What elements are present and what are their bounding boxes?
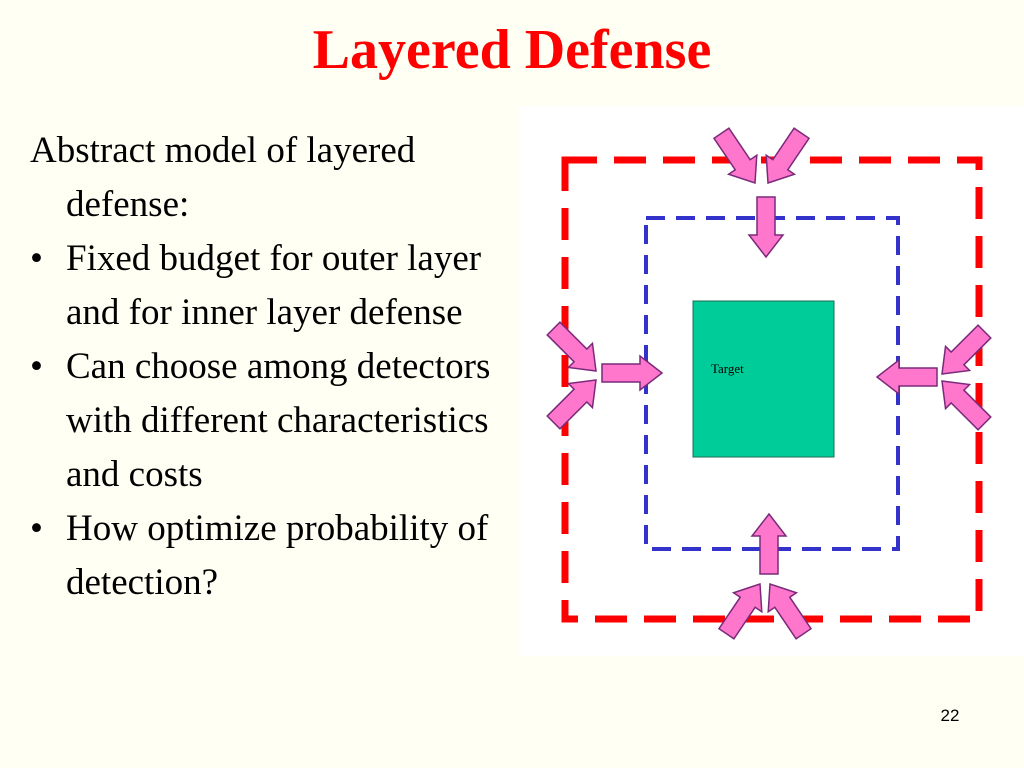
attack-arrow-bottom-left — [711, 573, 775, 644]
bullet-item-optimize: How optimize probability of detection? — [30, 502, 520, 610]
attack-arrow-left-lower — [540, 367, 609, 436]
attack-arrow-right-lower — [929, 368, 998, 437]
page-number: 22 — [940, 706, 960, 725]
attack-arrow-right-upper — [929, 318, 998, 387]
bullet-item-detectors: Can choose among detectors with differen… — [30, 340, 520, 502]
penetration-arrow-bottom — [751, 513, 787, 575]
attack-arrow-bottom-right — [755, 573, 819, 644]
penetration-arrow-left — [601, 355, 663, 391]
penetration-arrow-right — [876, 359, 938, 395]
slide-title: Layered Defense — [312, 19, 712, 81]
bullet-list: Fixed budget for outer layer and for inn… — [30, 232, 520, 610]
bullet-item-budget: Fixed budget for outer layer and for inn… — [30, 232, 520, 340]
target-box — [692, 300, 835, 458]
slide-body: Abstract model of layered defense: Fixed… — [30, 124, 520, 610]
penetration-arrow-top — [748, 196, 784, 258]
intro-text: Abstract model of layered defense: — [30, 130, 416, 225]
layered-defense-diagram: Target — [520, 106, 1024, 656]
target-label: Target — [711, 361, 744, 376]
attack-arrow-left-upper — [540, 315, 609, 384]
